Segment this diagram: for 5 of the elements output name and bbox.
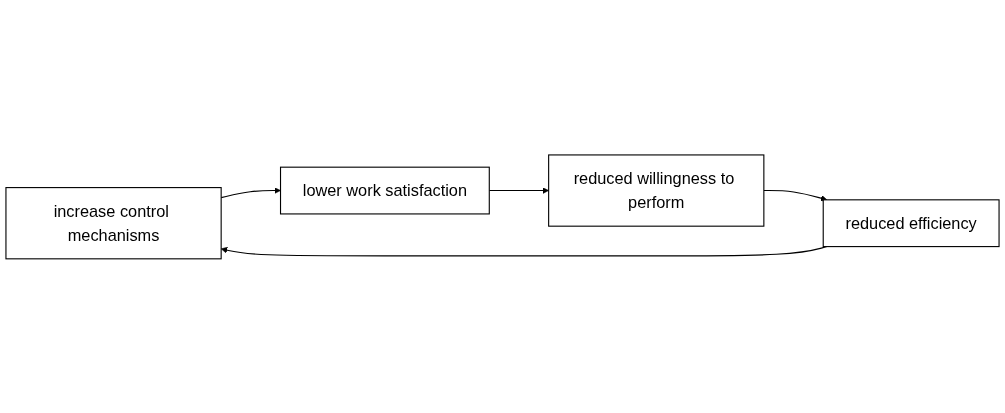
arrow [763,189,828,201]
node-box: increase control mechanisms [5,186,222,259]
node-box: reduced efficiency [822,198,1000,247]
node-box: reduced willingness to perform [548,154,765,227]
node-box: lower work satisfaction [279,166,490,215]
